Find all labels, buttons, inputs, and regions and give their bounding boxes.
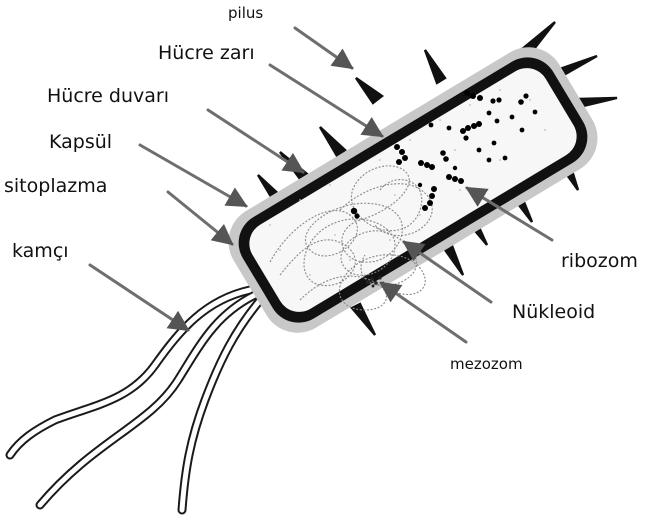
label-ribosome: ribozom — [561, 252, 638, 271]
label-cytoplasm: sitoplazma — [4, 177, 107, 196]
label-flagellum: kamçı — [12, 242, 69, 261]
pilus-spike — [320, 127, 345, 156]
cytoplasm-leader — [168, 192, 232, 244]
pilus-leader — [295, 28, 352, 68]
flagellum — [10, 290, 262, 510]
label-mesosome: mezozom — [450, 357, 523, 372]
label-cell-wall: Hücre duvarı — [47, 87, 169, 106]
pilus-spike — [425, 50, 445, 83]
pilus-spike — [352, 304, 375, 335]
flagellum-leader — [90, 265, 188, 330]
label-pilus: pilus — [228, 6, 263, 21]
cell-wall-leader — [208, 110, 303, 172]
mesosome-leader — [381, 283, 466, 342]
label-nucleoid: Nükleoid — [512, 303, 595, 322]
label-cell-membrane: Hücre zarı — [158, 44, 255, 63]
label-capsule: Kapsül — [49, 133, 112, 152]
capsule-leader — [140, 145, 246, 206]
cell-membrane-leader — [270, 65, 382, 136]
pilus-spike — [356, 78, 382, 103]
